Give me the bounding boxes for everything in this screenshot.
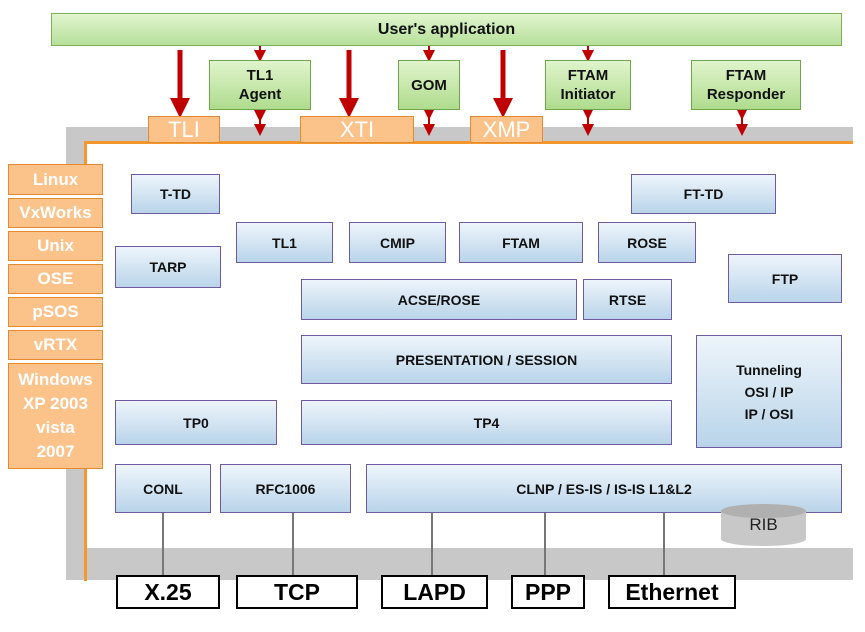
os-column: Linux VxWorks Unix OSE pSOS vRTX Windows… (8, 164, 103, 469)
presentation-session-box: PRESENTATION / SESSION (301, 335, 672, 384)
physical-ppp: PPP (511, 575, 585, 609)
tp4-box: TP4 (301, 400, 672, 445)
acse-rose-box: ACSE/ROSE (301, 279, 577, 320)
tl1-agent-box: TL1 Agent (209, 60, 311, 110)
os-vxworks: VxWorks (8, 198, 103, 228)
rib-label: RIB (749, 515, 778, 534)
ftp-box: FTP (728, 254, 842, 303)
ftam-box: FTAM (459, 222, 583, 263)
ftam-responder-box: FTAM Responder (691, 60, 801, 110)
ftam-initiator-box: FTAM Initiator (545, 60, 631, 110)
physical-ethernet: Ethernet (608, 575, 736, 609)
ft-td-box: FT-TD (631, 174, 776, 214)
os-windows: Windows XP 2003 vista 2007 (8, 363, 103, 469)
gom-box: GOM (398, 60, 460, 110)
os-psos: pSOS (8, 297, 103, 327)
tp0-box: TP0 (115, 400, 277, 445)
t-td-box: T-TD (131, 174, 220, 214)
os-linux: Linux (8, 164, 103, 195)
physical-lapd: LAPD (381, 575, 488, 609)
physical-x25: X.25 (116, 575, 220, 609)
tarp-box: TARP (115, 246, 221, 288)
rfc1006-box: RFC1006 (220, 464, 351, 513)
users-application-bar: User's application (51, 13, 842, 46)
os-ose: OSE (8, 264, 103, 294)
tli-interface: TLI (148, 116, 220, 143)
xmp-interface: XMP (470, 116, 543, 143)
os-unix: Unix (8, 231, 103, 261)
conl-box: CONL (115, 464, 211, 513)
os-vrtx: vRTX (8, 330, 103, 360)
rtse-box: RTSE (583, 279, 672, 320)
rib-cylinder-icon (721, 504, 806, 546)
rib-database: RIB (720, 503, 807, 547)
rose-box: ROSE (598, 222, 696, 263)
physical-tcp: TCP (236, 575, 358, 609)
tl1-box: TL1 (236, 222, 333, 263)
tunneling-box: Tunneling OSI / IP IP / OSI (696, 335, 842, 448)
cmip-box: CMIP (349, 222, 446, 263)
xti-interface: XTI (300, 116, 414, 143)
